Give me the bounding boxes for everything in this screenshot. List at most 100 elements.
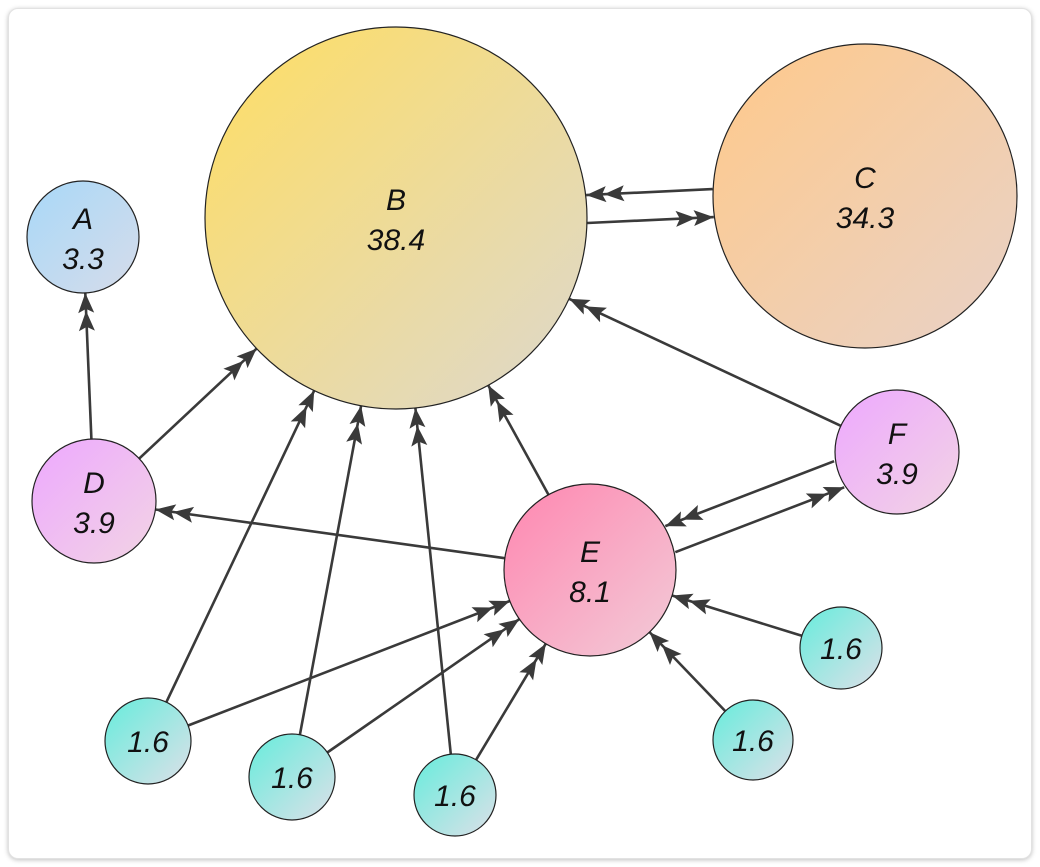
node-layer: A 3.3 B 38.4 C 34.3D 3.9E 8.1 F 3.9 1.6 1.6 1.6 1.6 1.… xyxy=(26,26,1018,837)
edge-f-to-e xyxy=(664,459,835,528)
arrowhead xyxy=(223,360,244,381)
arrowhead xyxy=(488,600,510,616)
arrowhead xyxy=(693,210,714,226)
arrowhead xyxy=(586,186,607,203)
node-circle xyxy=(413,753,497,837)
edge-l3-to-b xyxy=(409,407,453,755)
arrowhead xyxy=(173,506,195,523)
arrowhead xyxy=(689,599,711,615)
leaf-node-l1: 1.6 xyxy=(104,697,192,785)
arrowhead xyxy=(78,310,95,332)
edge-line xyxy=(165,390,316,703)
arrowhead xyxy=(585,306,607,323)
edge-d-to-a xyxy=(78,292,95,440)
node-score: 1.6 xyxy=(434,780,476,813)
node-f: F 3.9 xyxy=(834,389,960,515)
leaf-node-l5: 1.6 xyxy=(712,699,794,781)
arrowhead xyxy=(822,487,845,502)
edge-l2-to-e xyxy=(326,618,521,754)
node-score: 1.6 xyxy=(732,725,774,758)
edge-b-to-c xyxy=(587,210,714,227)
node-circle xyxy=(834,389,960,515)
edge-e-to-f xyxy=(674,486,845,554)
node-name: D xyxy=(83,467,105,500)
arrowhead xyxy=(349,405,366,427)
node-circle xyxy=(712,43,1018,349)
arrowhead xyxy=(411,425,428,447)
arrowhead xyxy=(483,629,505,648)
node-score: 34.3 xyxy=(836,202,895,235)
node-circle xyxy=(31,438,157,564)
leaf-node-l3: 1.6 xyxy=(413,753,497,837)
arrowhead xyxy=(519,659,537,681)
node-score: 3.9 xyxy=(73,507,115,540)
edge-l3-to-e xyxy=(474,643,547,761)
arrowhead xyxy=(649,632,670,652)
node-circle xyxy=(26,180,140,294)
edge-line xyxy=(155,508,505,560)
arrowhead xyxy=(409,408,426,429)
node-circle xyxy=(204,26,588,410)
leaf-node-l2: 1.6 xyxy=(248,733,336,821)
edge-line xyxy=(298,405,363,735)
edge-l2-to-b xyxy=(298,405,366,735)
node-name: C xyxy=(854,162,876,195)
node-name: A xyxy=(71,203,93,236)
arrowhead xyxy=(78,293,95,314)
edge-l1-to-b xyxy=(165,390,316,703)
arrowhead xyxy=(290,406,307,429)
edge-c-to-b xyxy=(586,185,713,203)
arrowhead xyxy=(346,423,362,445)
node-circle xyxy=(104,697,192,785)
node-b: B 38.4 xyxy=(204,26,588,410)
node-name: F xyxy=(888,418,908,451)
node-score: 3.3 xyxy=(62,243,104,276)
arrowhead xyxy=(675,210,696,227)
arrowhead xyxy=(498,619,520,637)
node-name: E xyxy=(580,536,601,569)
node-c: C 34.3 xyxy=(712,43,1018,349)
edge-d-to-b xyxy=(138,347,258,460)
node-score: 1.6 xyxy=(127,726,169,759)
arrowhead xyxy=(672,593,694,610)
leaf-node-l4: 1.6 xyxy=(799,606,883,690)
node-a: A 3.3 xyxy=(26,180,140,294)
edge-e-to-d xyxy=(155,504,505,560)
arrowhead xyxy=(155,504,177,521)
node-d: D 3.9 xyxy=(31,438,157,564)
edge-line xyxy=(568,297,842,427)
node-e: E 8.1 xyxy=(503,483,677,657)
arrowhead xyxy=(665,511,687,527)
node-circle xyxy=(799,606,883,690)
node-score: 1.6 xyxy=(820,633,862,666)
arrowhead xyxy=(682,505,704,520)
arrowhead xyxy=(528,643,546,665)
node-score: 38.4 xyxy=(367,224,425,257)
edge-line xyxy=(414,407,453,755)
node-score: 8.1 xyxy=(569,576,611,609)
edge-l5-to-e xyxy=(648,631,727,713)
arrowhead xyxy=(471,607,493,623)
node-name: B xyxy=(386,184,406,217)
arrowhead xyxy=(805,493,828,509)
edge-line xyxy=(326,618,521,754)
edge-l4-to-e xyxy=(671,593,803,638)
edge-line xyxy=(648,631,727,713)
arrowhead xyxy=(496,401,514,423)
edge-layer xyxy=(78,185,845,761)
arrowhead xyxy=(569,298,591,315)
arrowhead xyxy=(236,348,257,369)
edge-e-to-b xyxy=(487,384,550,496)
arrowhead xyxy=(298,390,315,413)
arrowhead xyxy=(604,185,625,202)
node-circle xyxy=(248,733,336,821)
edge-f-to-b xyxy=(568,297,842,427)
arrowhead xyxy=(488,385,505,407)
node-score: 1.6 xyxy=(271,762,313,795)
edge-l1-to-e xyxy=(187,599,511,727)
node-score: 3.9 xyxy=(876,458,918,491)
network-graph: A 3.3 B 38.4 C 34.3D 3.9E 8.1 F 3.9 1.6 1.6 1.6 1.6 1.… xyxy=(26,26,1018,837)
edge-line xyxy=(187,599,511,727)
arrowhead xyxy=(662,645,682,665)
